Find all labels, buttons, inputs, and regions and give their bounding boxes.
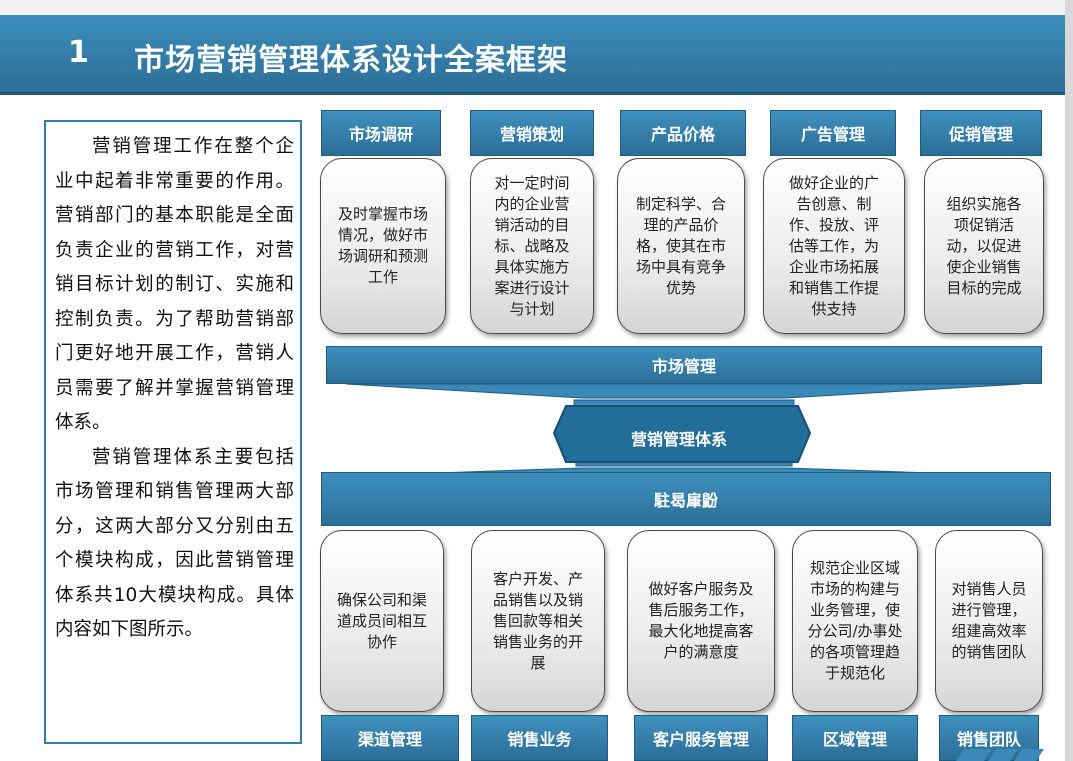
bottom-module-desc-1: 确保公司和渠道成员间相互协作 xyxy=(320,530,444,712)
section-number: 1 xyxy=(68,35,89,70)
top-module-desc-1: 及时掌握市场情况，做好市场调研和预测工作 xyxy=(320,158,446,334)
top-module-header-4: 广告管理 xyxy=(770,110,896,156)
sales-management-band: 駐曷肁鼢 xyxy=(321,472,1051,526)
bottom-module-header-1: 渠道管理 xyxy=(321,715,459,761)
intro-paragraph-2: 营销管理体系主要包括市场管理和销售管理两大部分，这两大部分又分别由五个模块构成，… xyxy=(55,446,294,641)
bottom-module-desc-2: 客户开发、产品销售以及销售回款等相关销售业务的开展 xyxy=(471,530,605,712)
marketing-system-hexagon xyxy=(552,405,812,463)
page-title: 市场营销管理体系设计全案框架 xyxy=(134,43,568,78)
top-module-header-5: 促销管理 xyxy=(920,110,1042,156)
bottom-module-desc-4: 规范企业区域市场的构建与业务管理，使分公司/办事处的各项管理趋于规范化 xyxy=(792,530,918,712)
bottom-module-header-4: 区域管理 xyxy=(792,715,918,761)
market-management-band: 市场管理 xyxy=(326,346,1042,384)
bottom-module-header-3: 客户服务管理 xyxy=(634,715,768,761)
bottom-module-header-2: 销售业务 xyxy=(471,715,608,761)
top-module-desc-2: 对一定时间内的企业营销活动的目标、战略及具体实施方案进行设计与计划 xyxy=(470,158,594,334)
top-module-header-2: 营销策划 xyxy=(470,110,594,156)
top-module-header-3: 产品价格 xyxy=(620,110,746,156)
market-management-label: 市场管理 xyxy=(651,357,716,376)
top-module-desc-4: 做好企业的广告创意、制作、投放、评估等工作，为企业市场拓展和销售工作提供支持 xyxy=(763,158,905,334)
corner-logo xyxy=(956,749,1044,761)
top-module-header-1: 市场调研 xyxy=(321,110,441,156)
top-margin xyxy=(0,0,1073,15)
intro-paragraph-1: 营销管理工作在整个企业中起着非常重要的作用。营销部门的基本职能是全面负责企业的营… xyxy=(55,136,294,433)
title-bar: 1 市场营销管理体系设计全案框架 xyxy=(0,15,1073,95)
bottom-module-desc-5: 对销售人员进行管理，组建高效率的销售团队 xyxy=(935,530,1043,712)
intro-text-box: 营销管理工作在整个企业中起着非常重要的作用。营销部门的基本职能是全面负责企业的营… xyxy=(44,120,302,744)
top-module-desc-5: 组织实施各项促销活动，以促进使企业销售目标的完成 xyxy=(924,158,1044,334)
upper-funnel-shape xyxy=(345,383,1023,399)
top-module-desc-3: 制定科学、合理的产品价格，使其在市场中具有竞争优势 xyxy=(617,158,745,334)
window-edge xyxy=(1065,0,1073,761)
marketing-system-label: 营销管理体系 xyxy=(630,430,727,449)
sales-management-label: 駐曷肁鼢 xyxy=(653,491,718,510)
bottom-module-desc-3: 做好客户服务及售后服务工作，最大化地提高客户的满意度 xyxy=(627,530,775,712)
